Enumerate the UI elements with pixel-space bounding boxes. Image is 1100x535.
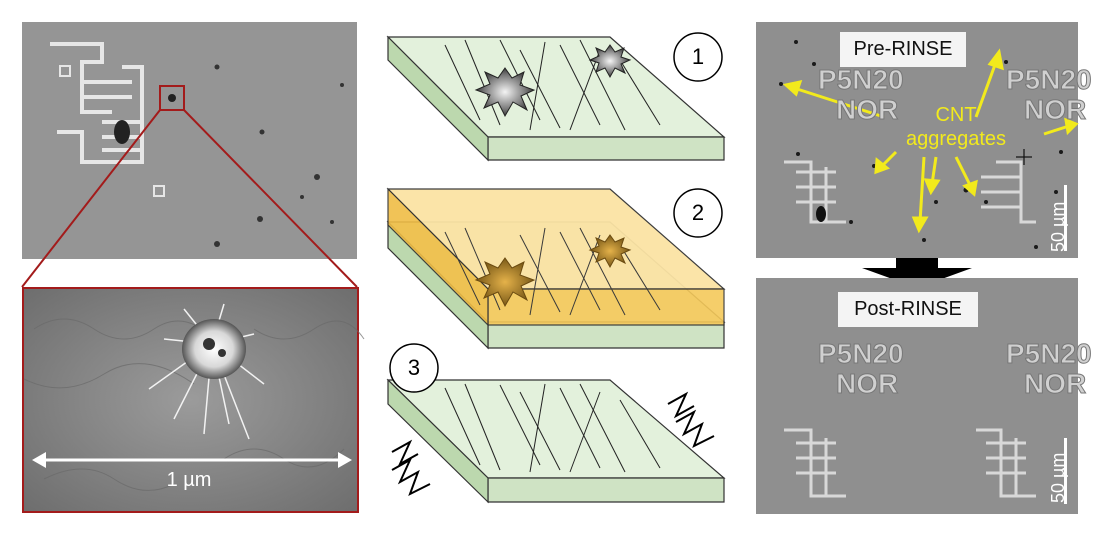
post-rinse-micrograph: P5N20 NOR P5N20 NOR Post-RINSE 50 µm (756, 278, 1092, 514)
pre-chip1-line2: NOR (835, 94, 899, 126)
aggregate-1a (474, 67, 536, 118)
step-1-label: 1 (691, 44, 705, 69)
aggregate-arrows (782, 48, 1079, 234)
sem-drawing (23, 289, 365, 511)
pre-rinse-title: Pre-RINSE (840, 32, 966, 67)
step-2-label: 2 (691, 200, 705, 225)
sem-image: 1 µm (22, 287, 365, 513)
pre-chip1-line1: P5N20 (818, 64, 905, 96)
pre-chip2-line2: NOR (1023, 94, 1087, 126)
vibration-marks (391, 391, 715, 497)
cnt-aggregate-sem (148, 303, 265, 440)
callout-line2: aggregates (905, 128, 1007, 150)
optical-micrograph (22, 22, 357, 259)
substrate-step-3 (386, 378, 726, 504)
post-scale-bar (1064, 438, 1067, 504)
post-scale-label: 50 µm (1048, 452, 1068, 503)
pre-rinse-micrograph: P5N20 NOR P5N20 NOR Pre-RINSE CNT aggreg… (756, 22, 1092, 258)
sem-scale-bar (32, 452, 352, 468)
pre-scale-label: 50 µm (1048, 201, 1068, 252)
sem-scale-label: 1 µm (166, 469, 212, 491)
micrograph-drawing (22, 22, 357, 259)
substrate-step-1 (386, 35, 726, 162)
post-chip1-line2: NOR (835, 368, 899, 400)
post-chip2-line2: NOR (1023, 368, 1087, 400)
aggregate-2b (588, 234, 632, 269)
aggregate-1b (588, 44, 632, 79)
zoom-box (159, 85, 185, 111)
post-chip1-line1: P5N20 (818, 338, 905, 370)
aggregate-2a (474, 257, 536, 308)
post-rinse-title: Post-RINSE (838, 292, 978, 327)
pre-scale-bar (1064, 185, 1067, 251)
callout-line1: CNT (935, 104, 977, 126)
post-chip2-line1: P5N20 (1006, 338, 1093, 370)
pre-chip2-line1: P5N20 (1006, 64, 1093, 96)
step-3-label: 3 (407, 355, 421, 380)
substrate-step-2 (386, 187, 726, 350)
